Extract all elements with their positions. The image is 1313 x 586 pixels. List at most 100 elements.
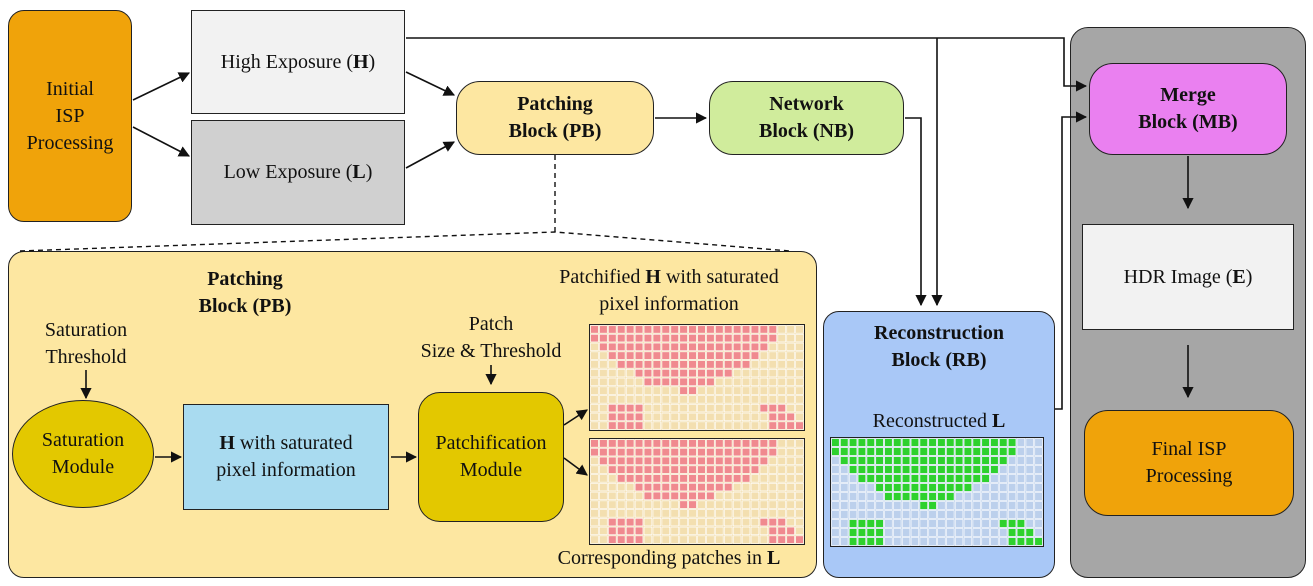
grid-cell: [661, 526, 670, 535]
grid-cell: [972, 492, 981, 501]
grid-cell: [599, 465, 608, 474]
grid-cell: [750, 518, 760, 527]
grid-cell: [901, 465, 911, 474]
grid-cell: [954, 528, 964, 537]
grid-cell: [732, 421, 742, 430]
grid-cell: [715, 334, 724, 343]
grid-cell: [706, 474, 715, 483]
grid-cell: [643, 526, 653, 535]
grid-cell: [1016, 456, 1026, 465]
grid-cell: [999, 537, 1008, 546]
grid-cell: [884, 474, 893, 483]
grid-cell: [875, 537, 884, 546]
grid-cell: [963, 474, 973, 483]
grid-cell: [617, 334, 626, 343]
grid-cell: [759, 491, 769, 500]
grid-cell: [848, 519, 858, 528]
grid-cell: [732, 377, 742, 386]
grid-cell: [866, 483, 875, 492]
grid-cell: [1034, 537, 1043, 546]
grid-cell: [599, 377, 608, 386]
grid-cell: [937, 456, 946, 465]
grid-cell: [625, 483, 635, 492]
grid-cell: [599, 412, 608, 421]
grid-cell: [893, 510, 902, 519]
grid-cell: [697, 509, 706, 518]
grid-cell: [759, 518, 769, 527]
grid-cell: [1034, 474, 1043, 483]
grid-cell: [590, 395, 599, 404]
grid-cell: [954, 537, 964, 546]
grid-cell: [670, 448, 679, 457]
grid-cell: [608, 474, 617, 483]
grid-cell: [625, 334, 635, 343]
grid-cell: [759, 342, 769, 351]
grid-cell: [679, 491, 688, 500]
grid-cell: [599, 491, 608, 500]
grid-cell: [679, 500, 688, 509]
grid-cell: [643, 535, 653, 544]
grid-cell: [893, 501, 902, 510]
grid-cell: [972, 510, 981, 519]
grid-cell: [741, 412, 751, 421]
grid-cell: [901, 501, 911, 510]
grid-cell: [643, 439, 653, 448]
grid-cell: [777, 439, 786, 448]
grid-cell: [777, 404, 786, 413]
grid-cell: [697, 465, 706, 474]
grid-cell: [901, 456, 911, 465]
grid-cell: [866, 537, 875, 546]
initial-isp-line1: Initial: [46, 77, 94, 100]
grid-cell: [688, 535, 697, 544]
grid-cell: [688, 386, 697, 395]
grid-cell: [670, 421, 679, 430]
grid-cell: [715, 325, 724, 334]
grid-cell: [786, 334, 795, 343]
grid-cell: [840, 528, 849, 537]
grid-cell: [697, 535, 706, 544]
grid-cell: [750, 351, 760, 360]
grid-cell: [1034, 447, 1043, 456]
grid-cell: [919, 474, 928, 483]
grid-cell: [590, 325, 599, 334]
grid-cell: [768, 404, 777, 413]
grid-cell: [901, 519, 911, 528]
grid-cell: [972, 474, 981, 483]
grid-cell: [741, 456, 751, 465]
grid-cell: [697, 439, 706, 448]
grid-cell: [697, 421, 706, 430]
grid-cell: [590, 421, 599, 430]
grid-cell: [661, 395, 670, 404]
grid-cell: [724, 483, 733, 492]
grid-cell: [786, 421, 795, 430]
grid-cell: [831, 456, 840, 465]
grid-cell: [617, 421, 626, 430]
grid-cell: [634, 448, 644, 457]
grid-cell: [919, 456, 928, 465]
grid-cell: [831, 465, 840, 474]
reconstruction-title-line2: Block (RB): [891, 349, 987, 371]
grid-cell: [608, 395, 617, 404]
grid-cell: [866, 465, 875, 474]
grid-cell: [981, 492, 990, 501]
grid-cell: [875, 519, 884, 528]
grid-cell: [901, 528, 911, 537]
grid-cell: [1034, 483, 1043, 492]
grid-cell: [590, 412, 599, 421]
grid-cell: [634, 500, 644, 509]
grid-cell: [652, 509, 662, 518]
grid-cell: [643, 342, 653, 351]
grid-cell: [768, 369, 777, 378]
grid-cell: [590, 404, 599, 413]
grid-cell: [617, 483, 626, 492]
grid-cell: [848, 438, 858, 447]
grid-cell: [688, 360, 697, 369]
grid-cell: [679, 465, 688, 474]
grid-cell: [741, 526, 751, 535]
grid-cell: [919, 510, 928, 519]
grid-cell: [634, 483, 644, 492]
grid-cell: [919, 519, 928, 528]
grid-cell: [599, 351, 608, 360]
grid-cell: [999, 447, 1008, 456]
grid-cell: [670, 360, 679, 369]
